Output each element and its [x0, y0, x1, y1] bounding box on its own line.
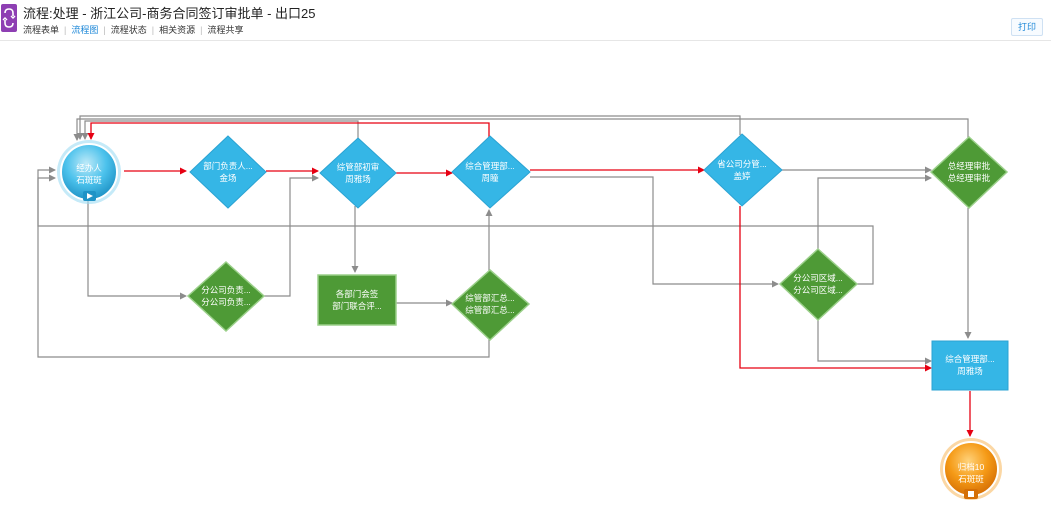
- vp-node[interactable]: 省公司分管... 盖婷: [703, 133, 783, 207]
- start-node[interactable]: 经办人 石斑斑: [57, 140, 121, 204]
- page-title: 流程:处理 - 浙江公司-商务合同签订审批单 - 出口25: [23, 6, 316, 21]
- vp-label-2: 盖婷: [733, 171, 751, 181]
- mgmt-review-label-1: 综管部初审: [337, 162, 380, 172]
- active-connector-line: [739, 206, 932, 372]
- vp-label-1: 省公司分管...: [717, 159, 767, 169]
- active-connector-line: [87, 122, 490, 140]
- countersign-label-2: 部门联合评...: [332, 301, 382, 311]
- general-mgmt-label-1: 综合管理部...: [465, 161, 515, 171]
- connector-line: [73, 118, 969, 141]
- start-node-label-1: 经办人: [76, 163, 102, 173]
- tab-divider: |: [151, 25, 155, 35]
- archive-label-1: 归档10: [958, 462, 985, 472]
- mgmt-review-node[interactable]: 综管部初审 周雅场: [319, 137, 397, 209]
- tab-share[interactable]: 流程共享: [207, 25, 244, 35]
- region-label-2: 分公司区域...: [793, 285, 843, 295]
- connector-line: [817, 174, 932, 250]
- connector-line: [37, 174, 490, 358]
- play-icon: [83, 191, 96, 201]
- workflow-logo-icon: [1, 4, 17, 32]
- region-node[interactable]: 分公司区域... 分公司区域...: [778, 247, 859, 322]
- tab-form[interactable]: 流程表单: [23, 25, 60, 35]
- mgmt-summary-node[interactable]: 综管部汇总... 综管部汇总...: [450, 268, 531, 342]
- tab-flowchart[interactable]: 流程图: [71, 25, 99, 35]
- dept-head-node[interactable]: 部门负责人... 金场: [189, 135, 267, 209]
- connector-line: [87, 201, 187, 300]
- dept-head-label-1: 部门负责人...: [203, 161, 253, 171]
- print-button[interactable]: 打印: [1010, 18, 1043, 36]
- connector-lines: [37, 115, 972, 365]
- mgmt-review-label-2: 周雅场: [345, 174, 371, 184]
- gm-label-2: 总经理审批: [948, 173, 991, 183]
- general-mgmt-node[interactable]: 综合管理部... 周瞳: [451, 135, 531, 209]
- connector-line: [262, 174, 319, 297]
- branch-head-label-2: 分公司负责...: [201, 297, 251, 307]
- countersign-node[interactable]: 各部门会签 部门联合评...: [317, 274, 397, 326]
- mgmt-summary-label-1: 综管部汇总...: [465, 293, 515, 303]
- connector-line: [817, 318, 932, 365]
- tab-divider: |: [200, 25, 203, 35]
- dept-head-label-2: 金场: [219, 173, 236, 183]
- archive-label-2: 石斑斑: [958, 474, 984, 484]
- gm-node[interactable]: 总经理审批 总经理审批: [929, 135, 1009, 210]
- mgmt-summary-label-2: 综管部汇总...: [465, 305, 515, 315]
- general-mgmt-label-2: 周瞳: [481, 173, 499, 183]
- tab-bar: 流程表单 | 流程图 | 流程状态 | 相关资源 | 流程共享: [23, 23, 243, 36]
- connector-line: [76, 115, 741, 140]
- gm-label-1: 总经理审批: [948, 161, 991, 171]
- connector-line: [530, 176, 779, 288]
- tab-status[interactable]: 流程状态: [110, 25, 147, 35]
- connector-line: [81, 120, 359, 140]
- tab-divider: |: [64, 25, 67, 35]
- archive-node[interactable]: 归档10 石斑斑: [940, 438, 1002, 500]
- branch-head-node[interactable]: 分公司负责... 分公司负责...: [186, 260, 266, 333]
- general-mgmt-2-label-1: 综合管理部...: [945, 354, 995, 364]
- page-header: 流程:处理 - 浙江公司-商务合同签订审批单 - 出口25 流程表单|流程图|流…: [0, 0, 1051, 41]
- active-path-lines: [87, 122, 974, 437]
- tab-divider: |: [103, 25, 106, 35]
- start-node-label-2: 石斑斑: [76, 175, 102, 185]
- general-mgmt-2-node[interactable]: 综合管理部... 周雅场: [931, 340, 1009, 391]
- countersign-label-1: 各部门会签: [336, 289, 379, 299]
- connector-line: [37, 166, 874, 285]
- stop-icon: [964, 489, 978, 499]
- tab-resources[interactable]: 相关资源: [159, 25, 196, 35]
- branch-head-label-1: 分公司负责...: [201, 285, 251, 295]
- region-label-1: 分公司区域...: [793, 273, 843, 283]
- general-mgmt-2-label-2: 周雅场: [957, 366, 983, 376]
